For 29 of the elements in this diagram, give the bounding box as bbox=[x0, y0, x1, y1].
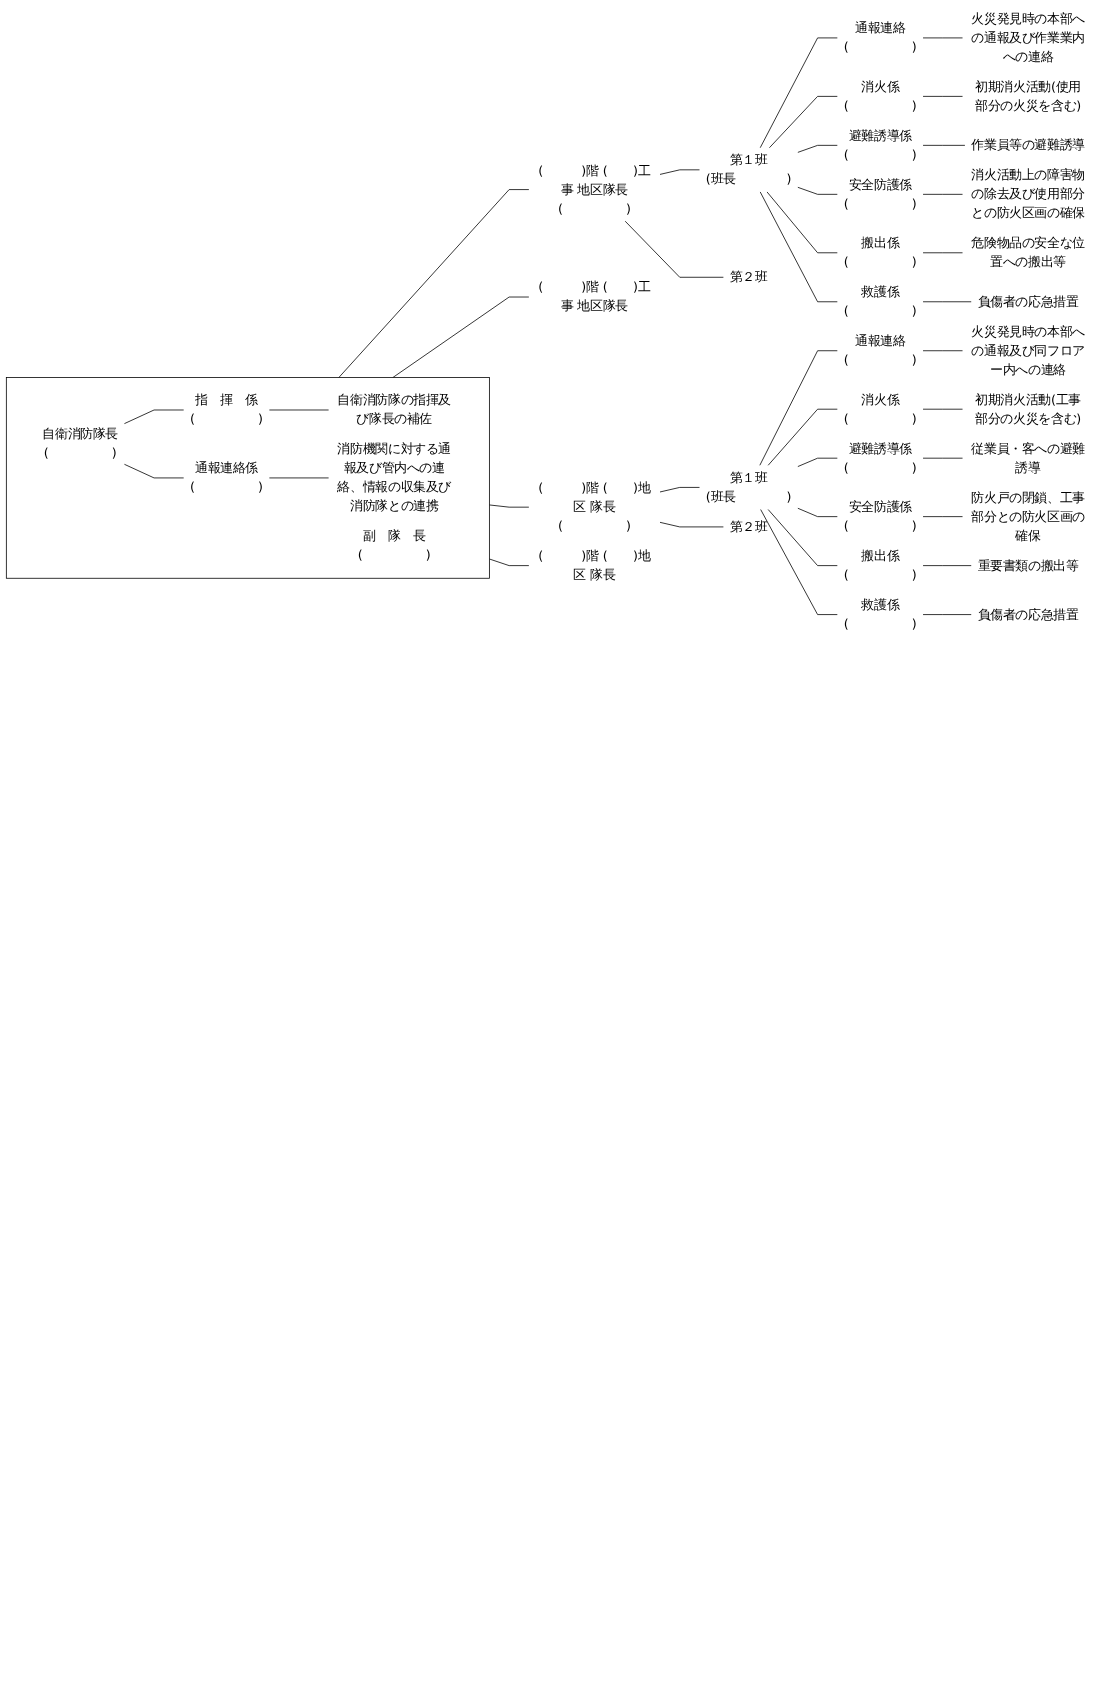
connector bbox=[797, 507, 838, 518]
connector bbox=[489, 558, 530, 566]
connector bbox=[338, 189, 530, 378]
connector bbox=[759, 191, 838, 303]
connector bbox=[922, 96, 963, 97]
connector bbox=[797, 186, 838, 195]
connector bbox=[659, 169, 700, 175]
connector bbox=[759, 37, 838, 149]
connector bbox=[760, 509, 838, 615]
connector bbox=[767, 509, 838, 566]
connector bbox=[759, 350, 838, 466]
connector bbox=[766, 191, 838, 254]
connector bbox=[922, 516, 963, 518]
cluster bbox=[5, 377, 490, 579]
connector bbox=[659, 487, 700, 493]
connector bbox=[624, 220, 724, 278]
connector bbox=[922, 565, 972, 566]
connector bbox=[767, 408, 838, 466]
connector bbox=[124, 409, 185, 424]
connector bbox=[922, 144, 966, 146]
connector bbox=[922, 614, 972, 615]
connector bbox=[922, 193, 963, 195]
connector bbox=[797, 457, 838, 467]
connector bbox=[797, 144, 838, 153]
connector bbox=[392, 296, 530, 378]
connector bbox=[769, 96, 838, 149]
connector bbox=[489, 504, 530, 508]
connector bbox=[659, 521, 724, 528]
connector bbox=[124, 463, 185, 479]
